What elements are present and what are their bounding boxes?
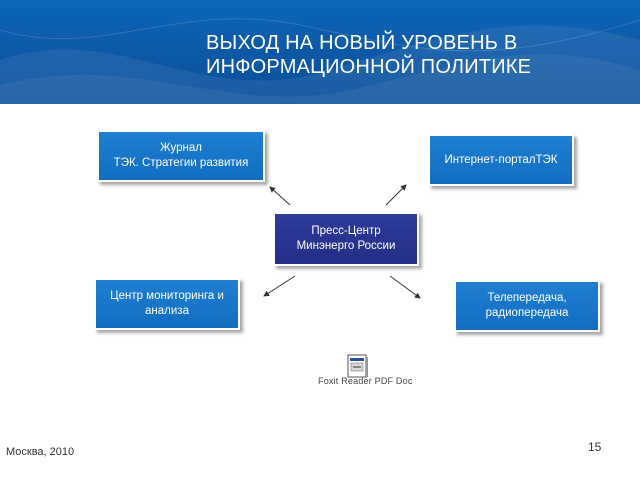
header-banner: ВЫХОД НА НОВЫЙ УРОВЕНЬ В ИНФОРМАЦИОННОЙ … bbox=[0, 0, 640, 104]
node-monitoring-line2: анализа bbox=[145, 305, 189, 317]
node-broadcast-line2: радиопередача bbox=[485, 307, 569, 319]
footer-location-year: Москва, 2010 bbox=[6, 446, 75, 458]
arrow-down-right-icon bbox=[389, 275, 421, 299]
node-internet-portal-label: Интернет-порталТЭК bbox=[444, 153, 558, 166]
pdf-document-icon[interactable] bbox=[347, 354, 369, 378]
banner-wave-decoration bbox=[0, 18, 640, 104]
arrow-up-left-icon bbox=[269, 186, 291, 206]
node-press-center: Пресс-Центр Минэнерго России bbox=[273, 212, 419, 266]
embedded-object-caption[interactable]: Foxit Reader PDF Doc bbox=[318, 376, 413, 386]
node-journal: Журнал ТЭК. Стратегии развития bbox=[97, 130, 265, 182]
page-title-line1: ВЫХОД НА НОВЫЙ УРОВЕНЬ В bbox=[206, 32, 518, 54]
node-journal-line2: ТЭК. Стратегии развития bbox=[113, 157, 249, 169]
node-broadcast: Телепередача, радиопередача bbox=[454, 280, 600, 332]
node-internet-portal: Интернет-порталТЭК bbox=[428, 134, 574, 186]
page-title-line2: ИНФОРМАЦИОННОЙ ПОЛИТИКЕ bbox=[206, 56, 532, 78]
node-monitoring-center: Центр мониторинга и анализа bbox=[94, 278, 240, 330]
node-monitoring-line1: Центр мониторинга и bbox=[110, 290, 224, 302]
node-broadcast-line1: Телепередача, bbox=[487, 292, 567, 304]
node-journal-line1: Журнал bbox=[160, 142, 202, 154]
arrow-down-left-icon bbox=[263, 275, 296, 297]
page-title: ВЫХОД НА НОВЫЙ УРОВЕНЬ В ИНФОРМАЦИОННОЙ … bbox=[206, 31, 626, 79]
arrow-up-right-icon bbox=[385, 184, 407, 206]
node-press-center-line2: Минэнерго России bbox=[296, 240, 396, 252]
page-number: 15 bbox=[588, 440, 602, 454]
node-press-center-line1: Пресс-Центр bbox=[311, 225, 381, 237]
